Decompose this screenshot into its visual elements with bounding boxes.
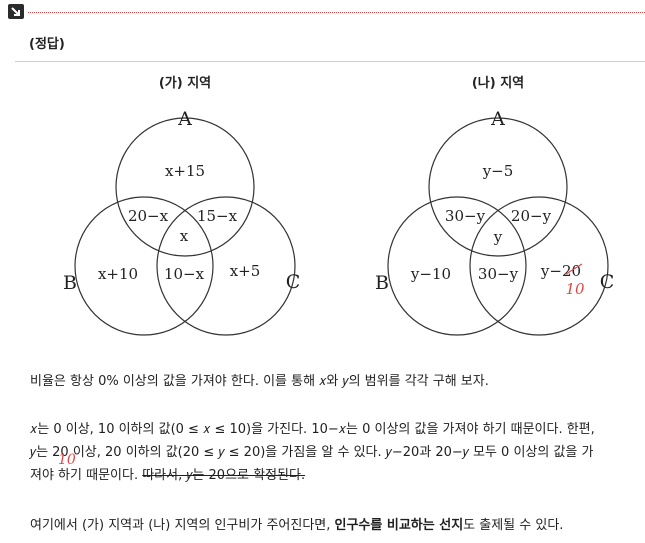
venn-left-abc: x [180, 227, 189, 245]
venn-right-label-a: A [490, 108, 505, 130]
venn-right-circle-c [469, 196, 609, 336]
venn-right-correction-strike [565, 263, 583, 275]
paragraph-note: 여기에서 (가) 지역과 (나) 지역의 인구비가 주어진다면, 인구수를 비교… [30, 514, 637, 537]
venn-left-label-a: A [177, 108, 192, 130]
venn-diagrams: (가) 지역 A B C x+15 20−x 15−x x x+10 10−x … [63, 75, 615, 336]
paragraph-range-line3: 져야 하기 때문이다. 따라서, 𝑦는 20으로 확정된다. [30, 464, 637, 487]
venn-left-label-c: C [286, 271, 301, 293]
note-text-a: 여기에서 (가) 지역과 (나) 지역의 인구비가 주어진다면, [30, 518, 335, 533]
venn-right-title: (나) 지역 [472, 75, 524, 91]
venn-right-circle-b [387, 196, 527, 336]
paragraph-intro: 비율은 항상 0% 이상의 값을 가져야 한다. 이를 통해 𝑥와 𝑦의 범위를… [30, 374, 489, 389]
venn-right-b-only: y−10 [410, 265, 451, 283]
venn-right-abc: y [493, 228, 503, 246]
heading-divider [15, 61, 645, 62]
venn-left-a-only: x+15 [165, 162, 205, 180]
venn-left-b-only: x+10 [98, 265, 138, 283]
answer-heading: (정답) [29, 37, 65, 52]
note-text-c: 도 출제될 수 있다. [463, 518, 564, 533]
venn-right-a-only: y−5 [482, 162, 514, 180]
handwritten-correction: 10 [58, 452, 76, 468]
venn-left-circle-a [115, 117, 255, 257]
venn-left-circle-c [156, 196, 296, 336]
venn-right: (나) 지역 A B C y−5 30−y 20−y y y−10 30−y y… [375, 75, 615, 336]
venn-left-ac: 15−x [197, 207, 238, 225]
paragraph-range-line3-text: 져야 하기 때문이다. [30, 468, 143, 483]
note-emphasis: 인구수를 비교하는 선지 [334, 518, 464, 533]
struck-conclusion: 따라서, 𝑦는 20으로 확정된다. [142, 468, 306, 483]
venn-right-ac: 20−y [511, 207, 552, 225]
venn-right-label-c: C [600, 271, 615, 293]
venn-right-circle-a [428, 117, 568, 257]
venn-left-label-b: B [63, 272, 77, 294]
venn-left-c-only: x+5 [230, 262, 261, 280]
venn-left-circle-b [74, 196, 214, 336]
paragraph-range-line1: 𝑥는 0 이상, 10 이하의 값(0 ≤ 𝑥 ≤ 10)을 가진다. 10−𝑥… [30, 422, 595, 437]
venn-right-bc: 30−y [478, 265, 519, 283]
venn-right-correction: 10 [565, 280, 585, 298]
venn-left-title: (가) 지역 [159, 75, 211, 91]
paragraph-range-line2: 𝑦는 20 이상, 20 이하의 값(20 ≤ 𝑦 ≤ 20)을 가짐을 알 수… [30, 445, 594, 460]
venn-right-ab: 30−y [445, 207, 486, 225]
venn-left: (가) 지역 A B C x+15 20−x 15−x x x+10 10−x … [63, 75, 301, 336]
venn-left-ab: 20−x [128, 207, 169, 225]
venn-right-label-b: B [375, 272, 389, 294]
top-dotted-rule [28, 12, 645, 13]
venn-left-bc: 10−x [164, 265, 205, 283]
venn-right-c-only: y−20 [540, 262, 581, 280]
corner-arrow-icon [8, 4, 24, 19]
